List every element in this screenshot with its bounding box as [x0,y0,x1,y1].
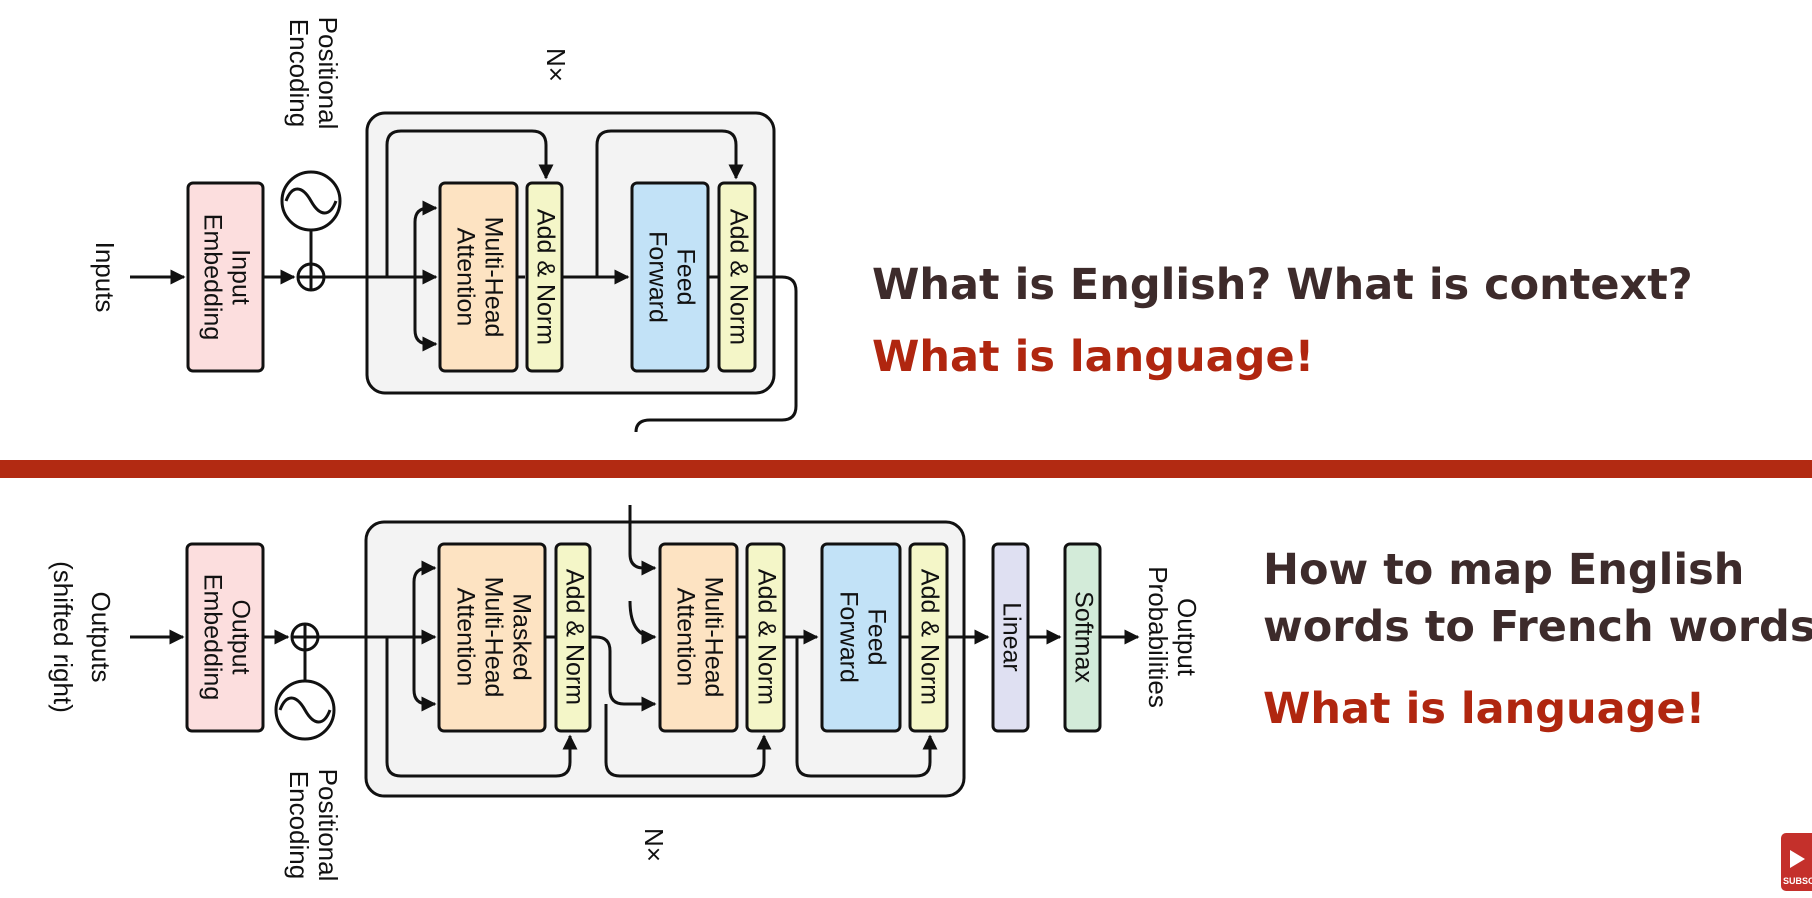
decoder-add-norm-label-3: Add & Norm [915,569,943,705]
svg-text:Forward: Forward [834,591,862,683]
encoder-positional-encoding-icon [280,170,342,232]
decoder-question-line-2: words to French words? [1263,602,1812,652]
masked-multi-head-attention-block [437,542,547,733]
svg-text:Embedding: Embedding [198,574,226,700]
encoder-questions: What is English? What is context? What i… [872,260,1693,382]
svg-text:Feed: Feed [862,609,890,666]
encoder-positional-encoding-label: Positional Encoding [284,17,343,130]
svg-text:Encoding: Encoding [284,771,314,879]
subscribe-label: SUBSCRIBE [1783,876,1812,886]
softmax-label: Softmax [1069,591,1097,683]
svg-text:Probabilities: Probabilities [1143,566,1173,708]
decoder-question-line-1: How to map English [1263,545,1744,595]
svg-text:Forward: Forward [643,231,671,323]
svg-text:Attention: Attention [451,228,479,327]
encoder-add-norm-label-2: Add & Norm [724,209,752,345]
decoder-multi-head-attention-label: Multi-Head Attention [671,577,727,698]
encoder-add-norm-block-2 [717,181,757,373]
svg-text:Masked: Masked [507,593,535,681]
svg-text:Multi-Head: Multi-Head [479,577,507,698]
decoder-add-norm-block-2 [745,542,786,733]
decoder-add-norm-label-2: Add & Norm [752,569,780,705]
masked-multi-head-attention-label: Masked Multi-Head Attention [451,577,535,698]
svg-text:Multi-Head: Multi-Head [479,217,507,338]
decoder-repeat-label: N× [639,828,669,862]
encoder-repeat-label: N× [541,48,571,82]
svg-text:Embedding: Embedding [198,214,226,340]
linear-block [991,542,1030,733]
input-embedding-label: Input Embedding [198,214,254,340]
decoder-positional-encoding-icon [274,679,336,741]
output-probabilities-label: Output Probabilities [1143,566,1202,708]
encoder-add-norm-block-1 [525,181,564,373]
svg-text:Feed: Feed [671,249,699,306]
decoder-feed-forward-label: Feed Forward [834,591,890,683]
svg-text:Positional: Positional [313,769,343,882]
decoder-add-norm-block-1 [554,542,592,733]
decoder-add-norm-label-1: Add & Norm [560,569,588,705]
svg-text:(shifted right): (shifted right) [48,561,78,713]
output-embedding-label: Output Embedding [198,574,254,700]
svg-text:Output: Output [226,599,254,674]
encoder-question: What is English? What is context? [872,260,1693,310]
decoder-answer: What is language! [1263,684,1705,734]
svg-text:Attention: Attention [671,588,699,687]
subscribe-button[interactable]: SUBSCRIBE [1781,833,1812,891]
decoder-positional-encoding-label: Positional Encoding [284,769,343,882]
play-icon [1790,850,1805,868]
svg-text:Attention: Attention [451,588,479,687]
svg-text:Encoding: Encoding [284,19,314,127]
encoder-answer: What is language! [872,332,1314,382]
svg-text:Multi-Head: Multi-Head [699,577,727,698]
decoder-multi-head-attention-block [658,542,739,733]
decoder-add-norm-block-3 [908,542,949,733]
encoder-stack-box [365,111,776,395]
linear-label: Linear [997,602,1025,672]
encoder-feed-forward-label: Feed Forward [643,231,699,323]
svg-text:Outputs: Outputs [86,591,116,682]
svg-text:Output: Output [1172,598,1202,677]
encoder-inputs-label: Inputs [90,242,120,313]
encoder-multi-head-attention-label: Multi-Head Attention [451,217,507,338]
decoder-diagram: Outputs (shifted right) Output Embedding… [48,505,1202,881]
decoder-feed-forward-block [820,542,902,733]
encoder-add-icon [296,262,326,292]
section-divider [0,460,1812,478]
decoder-add-icon [290,622,320,652]
softmax-block [1063,542,1102,733]
encoder-diagram: Inputs Input Embedding Positional Encodi… [90,17,798,433]
decoder-outputs-label: Outputs (shifted right) [48,561,116,713]
svg-text:Positional: Positional [313,17,343,130]
svg-text:Input: Input [226,249,254,305]
decoder-questions: How to map English words to French words… [1263,545,1812,734]
encoder-add-norm-label-1: Add & Norm [531,209,559,345]
